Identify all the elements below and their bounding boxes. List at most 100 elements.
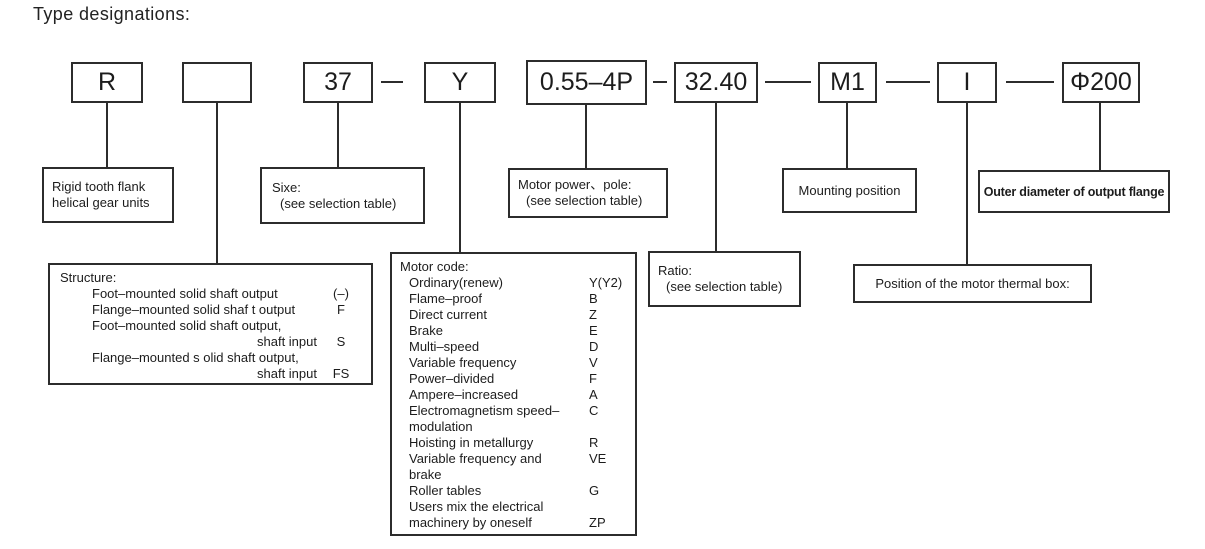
motor-code-row-code: C	[589, 403, 599, 418]
connector-line	[216, 103, 218, 263]
motor-code-row: Power–divided F	[409, 371, 629, 387]
code-box-motor-code: Y	[424, 62, 496, 103]
desc-size: Sixe: (see selection table)	[260, 167, 425, 224]
motor-code-row-label: Users mix the electrical machinery by on…	[409, 499, 544, 530]
motor-code-row-label: Ampere–increased	[409, 387, 519, 402]
structure-row-label: shaft input	[257, 334, 317, 349]
desc-flange-text: Outer diameter of output flange	[983, 184, 1165, 199]
code-box-flange: Φ200	[1062, 62, 1140, 103]
motor-code-row-code: VE	[589, 451, 607, 466]
structure-row: shaft input FS	[92, 366, 363, 382]
motor-code-row-label: Variable frequency and brake	[409, 451, 542, 482]
structure-row: shaft input S	[92, 334, 363, 350]
structure-row-label: Foot–mounted solid shaft output	[92, 286, 278, 301]
desc-ratio: Ratio: (see selection table)	[648, 251, 801, 307]
motor-code-row-label: Power–divided	[409, 371, 495, 386]
code-box-structure	[182, 62, 252, 103]
structure-row-label: Flange–mounted solid shaf t output	[92, 302, 296, 317]
motor-code-row-code: F	[589, 371, 597, 386]
motor-code-row-code: R	[589, 435, 599, 450]
motor-code-row: Direct current Z	[409, 307, 629, 323]
code-box-motor-power: 0.55–4P	[526, 60, 647, 105]
connector-dash	[653, 81, 667, 83]
motor-code-heading: Motor code:	[400, 259, 469, 274]
motor-code-row-code: D	[589, 339, 599, 354]
motor-code-row: Flame–proof B	[409, 291, 629, 307]
motor-code-row-label: Flame–proof	[409, 291, 482, 306]
connector-dash	[1006, 81, 1054, 83]
desc-gear-type-line1: Rigid tooth flank	[52, 179, 146, 194]
code-box-thermal: I	[937, 62, 997, 103]
motor-code-row-label: Electromagnetism speed–modulation	[409, 403, 560, 434]
motor-code-row-code: V	[589, 355, 598, 370]
connector-line	[106, 103, 108, 167]
structure-row: Foot–mounted solid shaft output,	[92, 318, 363, 334]
motor-code-row-label: Variable frequency	[409, 355, 517, 370]
motor-code-row-code: B	[589, 291, 598, 306]
connector-line	[459, 103, 461, 252]
connector-dash	[381, 81, 403, 83]
structure-row-code: (–)	[333, 286, 349, 301]
desc-ratio-line1: Ratio:	[658, 263, 692, 278]
connector-dash	[886, 81, 930, 83]
desc-structure-panel: Structure: Foot–mounted solid shaft outp…	[48, 263, 373, 385]
connector-line	[846, 103, 848, 168]
motor-code-row-label: Multi–speed	[409, 339, 480, 354]
desc-ratio-line2: (see selection table)	[666, 279, 783, 294]
motor-code-row: Hoisting in metallurgy R	[409, 435, 629, 451]
structure-row-code: S	[336, 334, 346, 349]
motor-code-row-code: A	[589, 387, 598, 402]
motor-code-row: Variable frequency and brake VE	[409, 451, 629, 483]
code-box-ratio: 32.40	[674, 62, 758, 103]
motor-code-row-code: E	[589, 323, 598, 338]
structure-row: Flange–mounted solid shaf t output F	[92, 302, 363, 318]
motor-code-row: Variable frequency V	[409, 355, 629, 371]
structure-row-code: F	[337, 302, 345, 317]
desc-thermal-text: Position of the motor thermal box:	[875, 275, 1070, 291]
motor-code-row-label: Roller tables	[409, 483, 482, 498]
structure-row-label: Foot–mounted solid shaft output,	[92, 318, 282, 333]
connector-line	[585, 105, 587, 168]
structure-row-code	[319, 350, 363, 366]
desc-gear-type-line2: helical gear units	[52, 195, 150, 210]
connector-line	[1099, 103, 1101, 170]
desc-mounting: Mounting position	[782, 168, 917, 213]
structure-row-label: shaft input	[257, 366, 317, 381]
motor-code-row: Electromagnetism speed–modulation C	[409, 403, 629, 435]
motor-code-row-code: Z	[589, 307, 597, 322]
connector-line	[337, 103, 339, 167]
motor-code-row: Brake E	[409, 323, 629, 339]
motor-code-row: Roller tables G	[409, 483, 629, 499]
motor-code-row: Multi–speed D	[409, 339, 629, 355]
code-box-size: 37	[303, 62, 373, 103]
code-box-mounting: M1	[818, 62, 877, 103]
structure-row-code	[319, 318, 363, 334]
desc-size-line2: (see selection table)	[280, 195, 397, 211]
motor-code-row-code: Y(Y2)	[589, 275, 623, 290]
motor-code-row: Users mix the electrical machinery by on…	[409, 499, 629, 531]
desc-mounting-text: Mounting position	[798, 182, 901, 198]
motor-code-row-label: Hoisting in metallurgy	[409, 435, 534, 450]
motor-code-row-label: Brake	[409, 323, 443, 338]
desc-size-line1: Sixe:	[272, 179, 301, 195]
motor-code-row: Ordinary(renew) Y(Y2)	[409, 275, 629, 291]
connector-line	[715, 103, 717, 251]
structure-row-code: FS	[332, 366, 350, 381]
motor-code-row-code: ZP	[589, 515, 606, 530]
desc-thermal: Position of the motor thermal box:	[853, 264, 1092, 303]
desc-gear-type: Rigid tooth flank helical gear units	[42, 167, 174, 223]
connector-line	[966, 103, 968, 264]
code-box-gear-type: R	[71, 62, 143, 103]
structure-row-label: Flange–mounted s olid shaft output,	[92, 350, 299, 365]
structure-heading: Structure:	[60, 270, 117, 285]
motor-code-row-code: G	[589, 483, 600, 498]
connector-dash	[765, 81, 811, 83]
structure-row: Foot–mounted solid shaft output (–)	[92, 286, 363, 302]
motor-code-row-label: Direct current	[409, 307, 488, 322]
motor-code-row: Ampere–increased A	[409, 387, 629, 403]
desc-motor-power-line1: Motor power、pole:	[518, 177, 632, 192]
desc-motor-code-panel: Motor code: Ordinary(renew) Y(Y2) Flame–…	[390, 252, 637, 536]
desc-motor-power: Motor power、pole: (see selection table)	[508, 168, 668, 218]
desc-flange: Outer diameter of output flange	[978, 170, 1170, 213]
